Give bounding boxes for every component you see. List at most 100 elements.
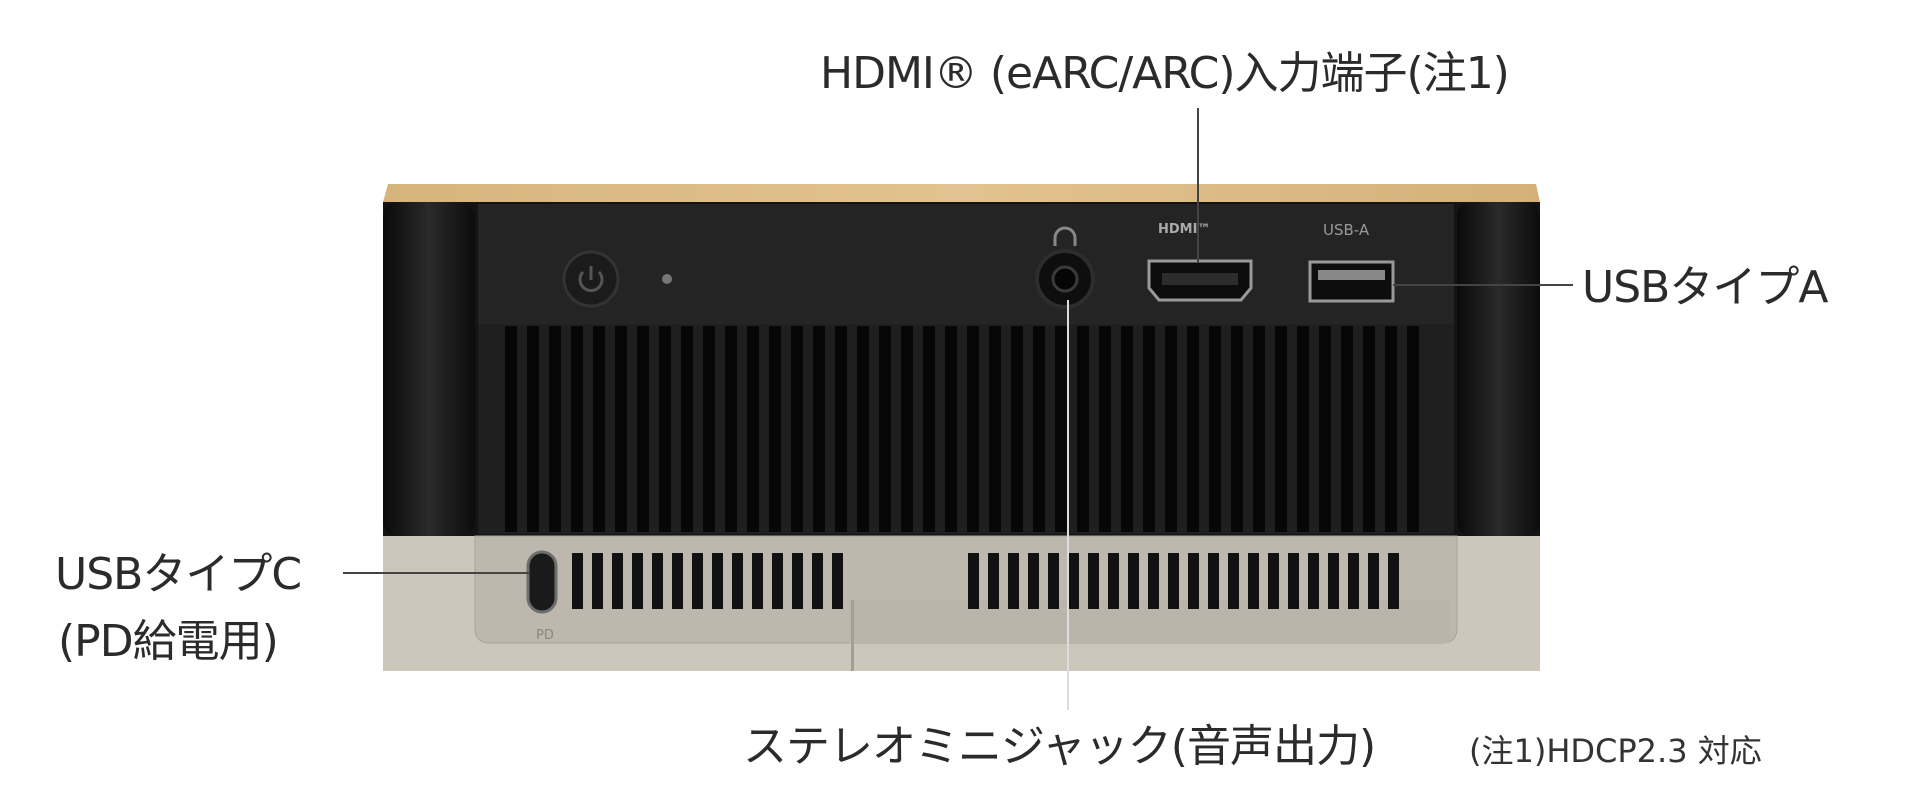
vent-slot — [1297, 326, 1309, 532]
vent-slot — [1407, 326, 1419, 532]
vent-slot — [989, 326, 1001, 532]
vent-slot — [712, 553, 723, 609]
vent-slot — [1328, 553, 1339, 609]
vent-slot — [772, 553, 783, 609]
wood-top — [383, 184, 1540, 202]
vent-slot — [857, 326, 869, 532]
vent-slot — [1368, 553, 1379, 609]
vent-slot — [1077, 326, 1089, 532]
vent-slot — [632, 553, 643, 609]
vent-slot — [732, 553, 743, 609]
vent-slot — [835, 326, 847, 532]
footnote: (注1)HDCP2.3 対応 — [1469, 732, 1762, 770]
vent-slot — [1121, 326, 1133, 532]
usb-c-sublabel: (PD給電用) — [58, 616, 279, 667]
vent-slot — [652, 553, 663, 609]
vent-slot — [681, 326, 693, 532]
power-icon — [578, 266, 604, 292]
vent-slot — [812, 553, 823, 609]
vent-slot — [572, 553, 583, 609]
usb-c-leader-line — [343, 572, 529, 574]
led-indicator — [662, 274, 672, 284]
usb-c-label: USBタイプC — [55, 549, 302, 600]
vent-slot — [1033, 326, 1045, 532]
vent-slot — [1253, 326, 1265, 532]
vent-slot — [1248, 553, 1259, 609]
vent-slot — [1363, 326, 1375, 532]
vent-slot — [1231, 326, 1243, 532]
usb-a-leader-line — [1393, 284, 1573, 286]
vent-slot — [1388, 553, 1399, 609]
vent-slot — [1275, 326, 1287, 532]
vent-slot — [832, 553, 843, 609]
vent-slot — [1168, 553, 1179, 609]
vent-slot — [672, 553, 683, 609]
vent-slot — [1208, 553, 1219, 609]
vent-slot — [692, 553, 703, 609]
vent-slot — [549, 326, 561, 532]
vent-slot — [725, 326, 737, 532]
vent-slot — [747, 326, 759, 532]
vent-slot — [1188, 553, 1199, 609]
vent-slot — [1028, 553, 1039, 609]
vent-slot — [967, 326, 979, 532]
vent-slot — [988, 553, 999, 609]
vent-slot — [1088, 553, 1099, 609]
vent-slot — [1268, 553, 1279, 609]
vent-slot — [1099, 326, 1111, 532]
vent-slot — [1228, 553, 1239, 609]
vent-slot — [1341, 326, 1353, 532]
vent-slot — [879, 326, 891, 532]
vent-slot — [527, 326, 539, 532]
vent-slot — [1385, 326, 1397, 532]
vent-slot — [659, 326, 671, 532]
pd-marking: PD — [536, 628, 554, 643]
left-pillar — [383, 202, 475, 536]
hdmi-leader-line — [1197, 108, 1199, 263]
vent-slot — [505, 326, 517, 532]
vent-slot — [769, 326, 781, 532]
vent-slot — [1209, 326, 1221, 532]
vent-slot — [945, 326, 957, 532]
vent-slot — [1148, 553, 1159, 609]
black-vents — [505, 326, 1419, 532]
vent-slot — [703, 326, 715, 532]
vent-slot — [1308, 553, 1319, 609]
vent-slot — [593, 326, 605, 532]
hdmi-marking: HDMI™ — [1158, 222, 1211, 237]
vent-slot — [571, 326, 583, 532]
usb-a-port — [1308, 260, 1395, 303]
hdmi-label: HDMI® (eARC/ARC)入力端子(注1) — [820, 48, 1510, 99]
vent-slot — [1008, 553, 1019, 609]
stereo-jack-label: ステレオミニジャック(音声出力) — [743, 721, 1376, 772]
vent-slot — [1288, 553, 1299, 609]
vent-slot — [637, 326, 649, 532]
vent-slot — [1128, 553, 1139, 609]
vent-slot — [612, 553, 623, 609]
stereo-leader-line — [1067, 300, 1069, 710]
vent-slot — [1108, 553, 1119, 609]
vent-slot — [752, 553, 763, 609]
headphone-icon — [1053, 226, 1077, 246]
vent-slot — [813, 326, 825, 532]
vent-slot — [1319, 326, 1331, 532]
grey-vents — [572, 553, 1399, 609]
vent-slot — [968, 553, 979, 609]
vent-slot — [791, 326, 803, 532]
vent-slot — [1048, 553, 1059, 609]
vent-slot — [792, 553, 803, 609]
vent-slot — [1348, 553, 1359, 609]
vent-slot — [1055, 326, 1067, 532]
usb-c-port — [526, 550, 558, 614]
vent-slot — [1143, 326, 1155, 532]
vent-slot — [1011, 326, 1023, 532]
vent-slot — [1165, 326, 1177, 532]
usb-a-marking: USB-A — [1323, 221, 1370, 239]
usb-a-label: USBタイプA — [1582, 262, 1828, 313]
vent-slot — [615, 326, 627, 532]
vent-slot — [1187, 326, 1199, 532]
right-pillar — [1457, 202, 1540, 536]
vent-slot — [1068, 553, 1079, 609]
